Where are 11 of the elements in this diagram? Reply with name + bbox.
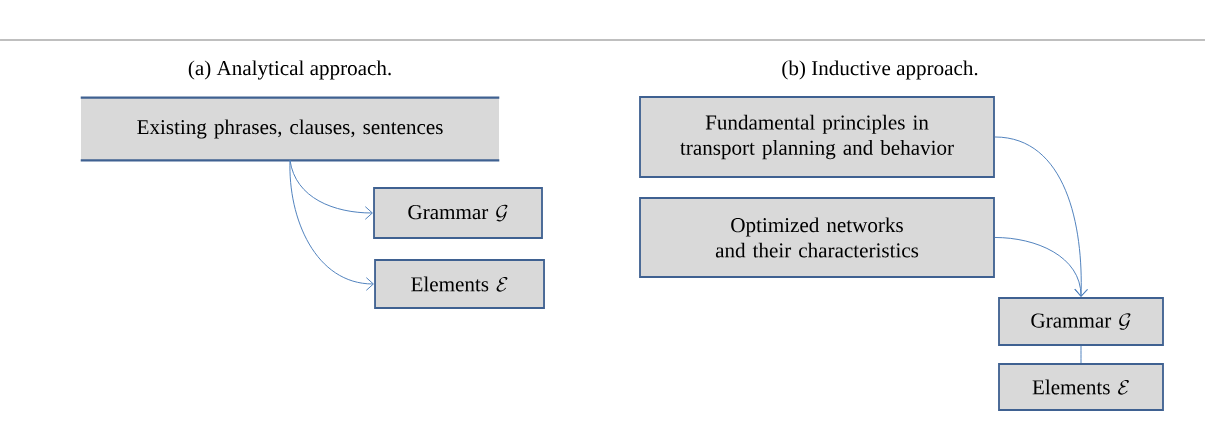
text-box: Optimized networks and their characteristics [639,197,995,278]
text-box: Elements $\mathcal{E}$ [998,363,1164,411]
text-box: Grammar $\mathcal{G}$ [373,187,543,239]
text-box: Fundamental principles in transport planning and behavior [639,96,995,178]
text-band: Existing phrases, clauses, sentences [80,96,500,162]
arrow [994,237,1088,297]
text-box: Elements $\mathcal{E}$ [374,259,545,309]
text-box: Grammar $\mathcal{G}$ [998,297,1164,346]
connector-line [1080,345,1082,364]
arrow [994,136,1089,297]
arrow [289,159,374,291]
